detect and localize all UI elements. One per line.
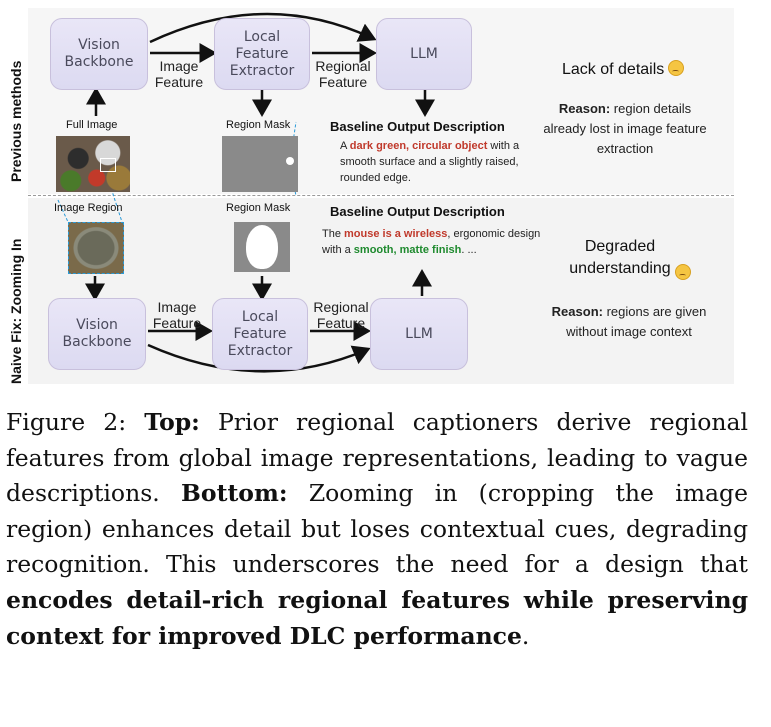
bottom-output-description: The mouse is a wireless, ergonomic desig… [322,228,541,256]
top-image-feature-label: Image Feature [154,58,204,90]
top-output-description: A dark green, circular object with a smo… [340,140,520,184]
bottom-vision-backbone-box: Vision Backbone [48,298,146,370]
top-verdict: Lack of details [562,60,685,79]
top-llm-box: LLM [376,18,472,90]
arrow-bot-curve [147,343,371,373]
bottom-region-mask-image [234,222,290,272]
top-regional-feature-label: Regional Feature [315,58,371,90]
image-region-thumbnail [68,222,124,274]
bottom-verdict: Degraded understanding [560,236,700,280]
bottom-output-heading: Baseline Output Description [330,204,505,219]
full-image-thumbnail [56,136,130,192]
top-vision-backbone-box: Vision Backbone [50,18,148,90]
bottom-region-mask-label: Region Mask [226,202,291,214]
top-reason: Reason: region details already lost in i… [543,101,707,156]
bottom-local-feature-extractor-box: Local Feature Extractor [212,298,308,370]
top-full-image-label: Full Image [66,119,118,131]
bottom-regional-feature-label: Regional Feature [313,299,369,331]
bottom-llm-box: LLM [370,298,468,370]
sad-face-icon [674,264,691,280]
top-local-feature-extractor-box: Local Feature Extractor [214,18,310,90]
bottom-image-region-label: Image Region [54,202,123,214]
figure: Previous methods Naive Fix: Zooming In V… [8,12,734,384]
figure-caption: Figure 2: Top: Prior regional captioners… [6,408,749,650]
top-region-mask-label: Region Mask [226,119,291,131]
panel-divider [28,195,734,196]
bottom-reason: Reason: regions are given without image … [551,304,707,339]
bottom-image-feature-label: Image Feature [152,299,202,331]
top-region-mask-image [222,136,298,192]
arrows-layer [57,12,435,373]
top-output-heading: Baseline Output Description [330,119,505,134]
sad-face-icon [668,60,685,76]
arrow-top-curve [149,12,377,44]
